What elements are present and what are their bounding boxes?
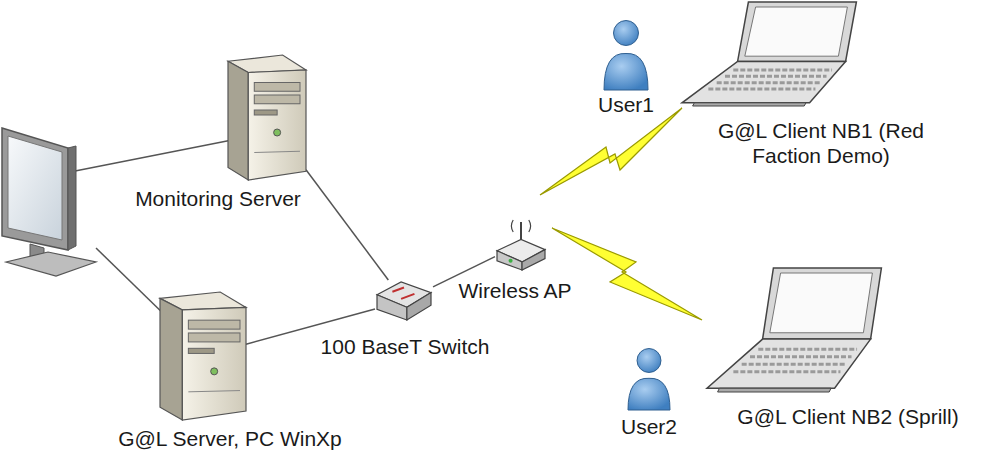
- icon-part: [2, 128, 68, 250]
- icon-part: [718, 388, 831, 392]
- icon-part: [552, 228, 702, 320]
- icon-part: [604, 53, 648, 90]
- icon-part: [770, 273, 873, 333]
- node-label: 100 BaseT Switch: [285, 334, 525, 359]
- icon-part: [637, 349, 661, 373]
- laptop-client: G@L Client NB1 (Red Faction Demo): [680, 0, 860, 106]
- node-label: Monitoring Server: [98, 186, 338, 211]
- icon-part: [733, 370, 840, 373]
- icon-part: [160, 298, 182, 420]
- icon-part: [738, 2, 857, 61]
- laptop-client: G@L Client NB2 (Sprill): [705, 266, 885, 392]
- wireless-ap: Wireless AP: [495, 216, 547, 272]
- icon-part: [520, 222, 522, 241]
- node-label: G@L Client NB2 (Sprill): [703, 404, 990, 429]
- icon-part: [182, 307, 246, 420]
- icon-part: [626, 344, 672, 410]
- icon-part: [274, 129, 281, 136]
- icon-part: [497, 251, 522, 270]
- icon-part: [188, 333, 240, 342]
- network-switch: 100 BaseT Switch: [375, 280, 433, 322]
- icon-part: [211, 368, 218, 375]
- icon-part: [495, 216, 547, 272]
- icon-part: [254, 83, 300, 92]
- icon-part: [68, 146, 76, 250]
- icon-part: [628, 378, 670, 410]
- server-tower: G@L Server, PC WinXp: [160, 292, 246, 420]
- icon-part: [733, 68, 832, 71]
- network-link: [306, 170, 388, 280]
- icon-part: [758, 348, 857, 351]
- icon-part: [680, 0, 860, 106]
- icon-part: [509, 259, 513, 263]
- node-label: User2: [599, 414, 699, 439]
- node-label: User1: [566, 92, 686, 117]
- icon-part: [763, 268, 882, 339]
- icon-part: [522, 250, 545, 270]
- icon-part: [540, 108, 682, 195]
- icon-part: [248, 70, 306, 180]
- icon-part: [614, 21, 639, 46]
- icon-part: [708, 88, 815, 91]
- icon-part: [160, 292, 246, 420]
- icon-part: [8, 136, 62, 240]
- icon-part: [188, 348, 214, 353]
- icon-part: [375, 280, 433, 322]
- icon-part: [407, 293, 431, 320]
- icon-part: [6, 252, 96, 276]
- icon-part: [725, 75, 827, 78]
- icon-part: [705, 266, 885, 392]
- node-label: G@L Server, PC WinXp: [60, 426, 400, 451]
- icon-part: [188, 320, 240, 329]
- icon-part: [392, 288, 414, 299]
- icon-part: [70, 140, 232, 172]
- icon-part: [717, 81, 821, 84]
- icon-part: [511, 220, 530, 232]
- icon-part: [602, 14, 650, 90]
- icon-part: [693, 103, 806, 106]
- icon-part: [742, 363, 846, 366]
- icon-part: [682, 61, 846, 102]
- icon-part: [228, 61, 248, 180]
- icon-part: [750, 355, 852, 358]
- user-icon: User1: [602, 14, 650, 90]
- user-icon: User2: [626, 344, 672, 410]
- node-label: Wireless AP: [435, 278, 595, 303]
- icon-part: [707, 339, 871, 388]
- icon-part: [188, 391, 240, 392]
- icon-part: [254, 95, 300, 104]
- icon-part: [254, 151, 300, 152]
- node-label: G@L Client NB1 (Red Faction Demo): [685, 118, 957, 168]
- icon-part: [228, 55, 306, 180]
- server-tower: Monitoring Server: [228, 55, 306, 180]
- icon-part: [745, 7, 848, 56]
- icon-part: [254, 110, 277, 115]
